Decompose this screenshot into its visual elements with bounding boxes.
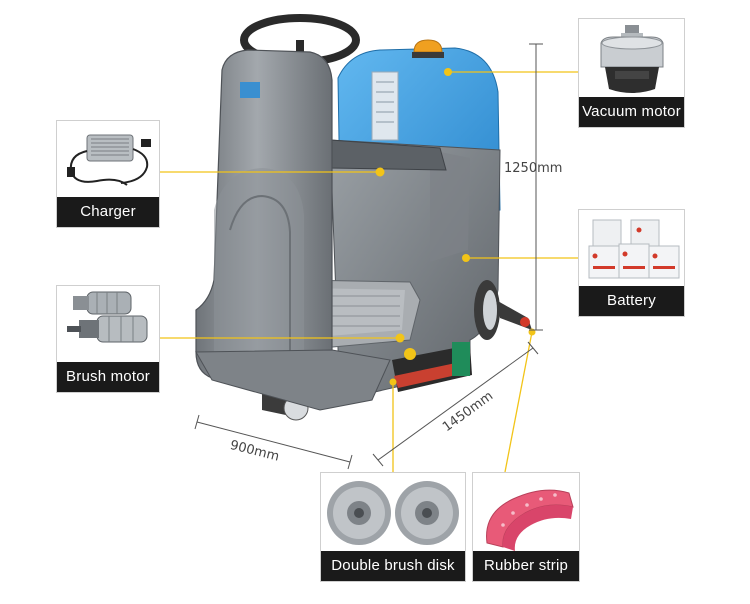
rubber-strip-image	[486, 489, 574, 551]
battery-card: Battery	[578, 209, 685, 317]
vacuum-motor-caption: Vacuum motor	[579, 97, 684, 127]
battery-image	[588, 219, 680, 279]
brush-disk-right	[395, 481, 459, 545]
battery-caption: Battery	[579, 286, 684, 316]
charger-caption: Charger	[57, 197, 159, 227]
rubber-strip-card: Rubber strip	[472, 472, 580, 582]
vacuum-motor-image	[600, 25, 664, 93]
brush-motor-card: Brush motor	[56, 285, 160, 393]
brush-disk-left	[327, 481, 391, 545]
charger-image	[67, 134, 151, 186]
height-dimension-label: 1250mm	[504, 161, 563, 176]
callout-dots	[375, 68, 536, 386]
brush-motor-caption: Brush motor	[57, 362, 159, 392]
charger-card: Charger	[56, 120, 160, 228]
brush-motor-image	[67, 291, 148, 343]
rubber-strip-caption: Rubber strip	[473, 551, 579, 581]
double-brush-disk-card: Double brush disk	[320, 472, 466, 582]
vacuum-motor-card: Vacuum motor	[578, 18, 685, 128]
double-brush-disk-caption: Double brush disk	[321, 551, 465, 581]
double-brush-disk-image	[327, 481, 459, 545]
dimension-lines	[194, 43, 543, 470]
callout-lines	[160, 71, 580, 473]
front-shroud	[195, 49, 391, 421]
brush-deck	[392, 342, 472, 392]
